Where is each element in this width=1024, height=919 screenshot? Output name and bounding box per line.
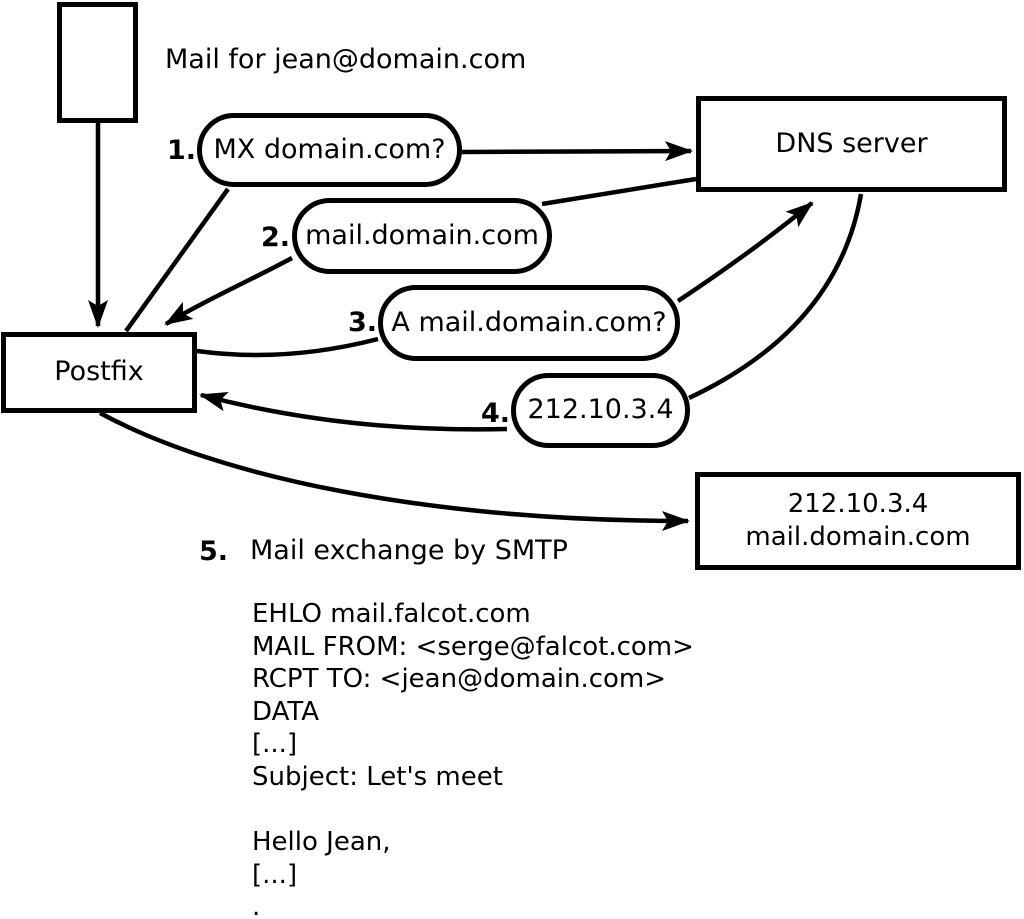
dns-server-label: DNS server bbox=[775, 127, 928, 159]
step-1-label: MX domain.com? bbox=[213, 133, 446, 165]
smtp-line: [...] bbox=[252, 729, 298, 760]
step-4-label: 212.10.3.4 bbox=[527, 394, 674, 426]
step-2-pill-mx-answer: mail.domain.com bbox=[292, 198, 552, 274]
step-2-label: mail.domain.com bbox=[305, 219, 539, 251]
line-postfix-to-pill3 bbox=[196, 336, 379, 358]
arrow-pill3-to-dns bbox=[676, 201, 814, 303]
smtp-line: DATA bbox=[252, 696, 319, 727]
mail-server-hostname: mail.domain.com bbox=[745, 522, 971, 552]
line-dns-to-pill2 bbox=[541, 176, 697, 207]
step-5-label: Mail exchange by SMTP bbox=[250, 535, 568, 566]
step-2-number: 2. bbox=[260, 222, 290, 253]
postfix-node: Postfix bbox=[1, 332, 197, 413]
smtp-line: MAIL FROM: <serge@falcot.com> bbox=[252, 631, 694, 662]
smtp-line: EHLO mail.falcot.com bbox=[252, 599, 531, 629]
smtp-line: Hello Jean, bbox=[252, 827, 391, 858]
arrow-postfix-to-mailserver bbox=[98, 411, 690, 531]
mail-envelope-box bbox=[57, 2, 138, 123]
smtp-line: RCPT TO: <jean@domain.com> bbox=[252, 664, 667, 695]
step-3-number: 3. bbox=[347, 307, 377, 338]
arrow-pill2-to-postfix bbox=[164, 256, 294, 326]
step-3-pill-a-query: A mail.domain.com? bbox=[378, 285, 680, 361]
mail-server-ip: 212.10.3.4 bbox=[787, 489, 929, 519]
smtp-transcript: EHLO mail.falcot.com MAIL FROM: <serge@f… bbox=[252, 598, 694, 919]
smtp-line: [...] bbox=[252, 859, 298, 890]
step-4-number: 4. bbox=[480, 398, 510, 429]
step-1-pill-mx-query: MX domain.com? bbox=[197, 113, 462, 187]
dns-server-node: DNS server bbox=[696, 96, 1007, 192]
arrow-pill1-to-dns bbox=[461, 141, 693, 162]
step-1-number: 1. bbox=[166, 135, 196, 166]
line-dns-to-pill4 bbox=[688, 193, 864, 401]
smtp-line: . bbox=[252, 892, 261, 919]
mail-server-node: 212.10.3.4 mail.domain.com bbox=[695, 472, 1021, 570]
step-4-pill-a-answer: 212.10.3.4 bbox=[511, 373, 690, 448]
mail-note: Mail for jean@domain.com bbox=[165, 44, 527, 75]
step-3-label: A mail.domain.com? bbox=[391, 306, 667, 338]
line-postfix-to-pill1 bbox=[124, 187, 230, 333]
smtp-blank-line bbox=[252, 794, 694, 827]
arrow-pill4-to-postfix bbox=[199, 391, 508, 432]
step-5-number: 5. bbox=[198, 536, 228, 567]
postfix-label: Postfix bbox=[54, 356, 144, 388]
smtp-line: Subject: Let's meet bbox=[252, 761, 503, 792]
